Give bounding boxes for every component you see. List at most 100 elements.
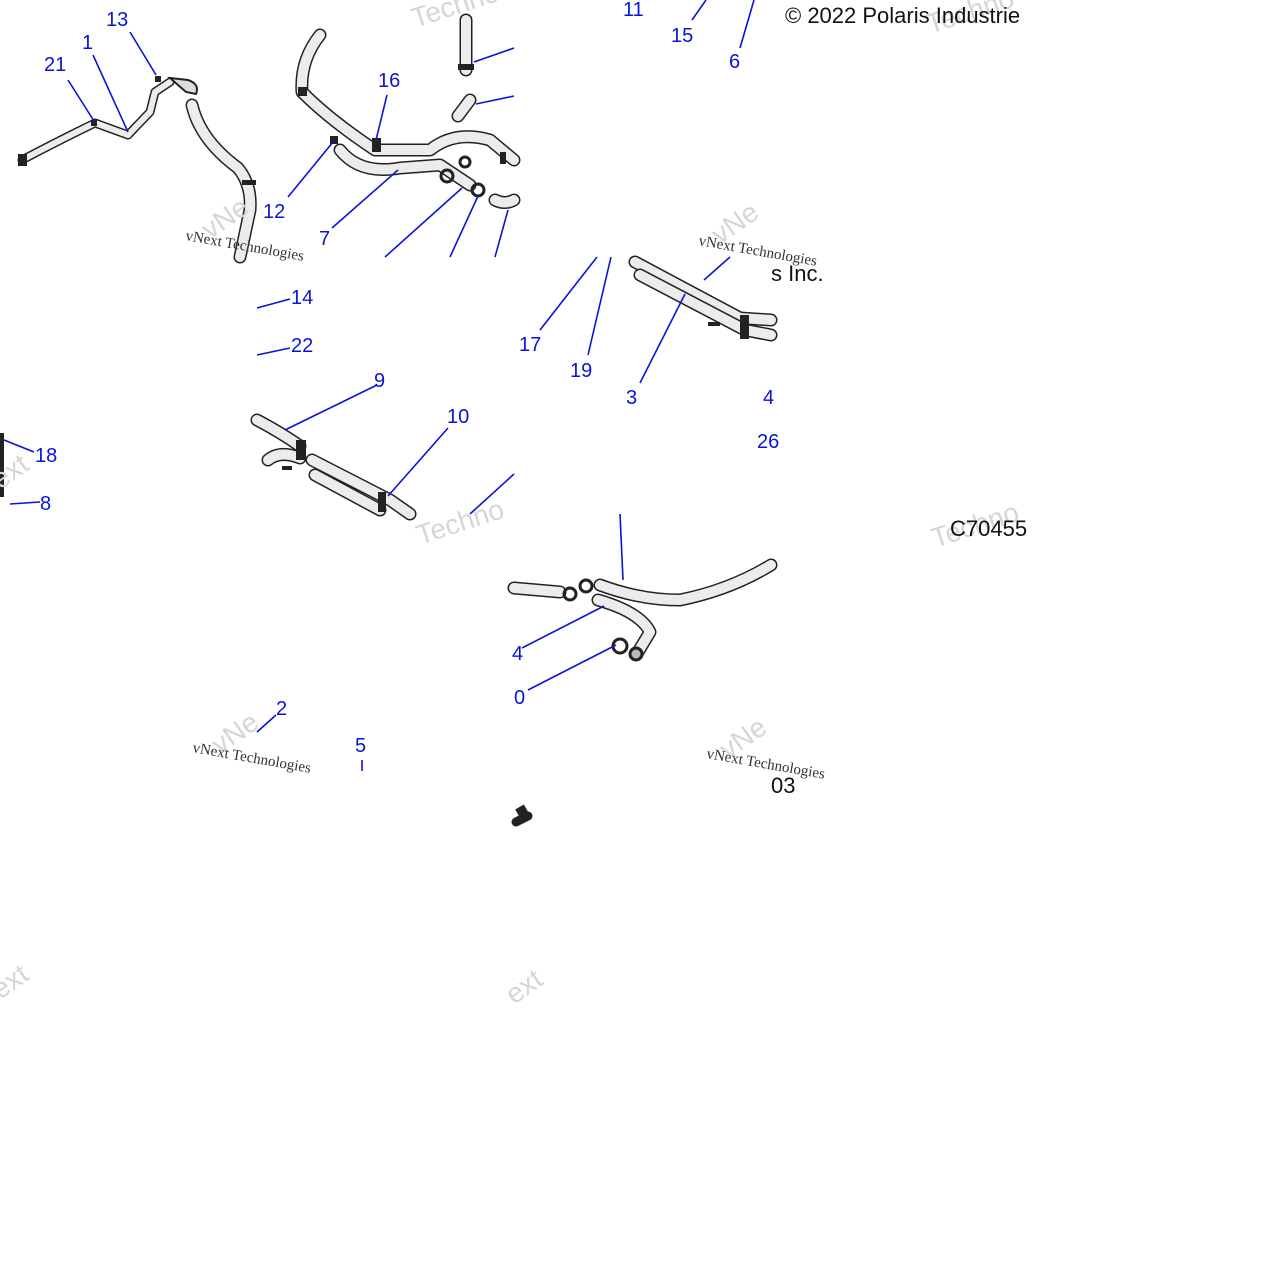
bolt-center (282, 466, 292, 470)
tile-lower-right (507, 558, 778, 662)
hose-pair-b-fill (263, 449, 305, 465)
clamp-tee-21 (91, 120, 97, 126)
callout-22: 22 (291, 335, 313, 357)
leader-7c (449, 195, 479, 258)
callout-13: 13 (106, 9, 128, 31)
leader-22 (256, 347, 291, 356)
clamp-ring-b (458, 155, 472, 169)
callout-10: 10 (447, 406, 469, 428)
elbow-fitting (166, 76, 198, 96)
callout-0-lower: 0 (514, 687, 525, 709)
callout-18: 18 (35, 445, 57, 467)
clamp-upper-bend (298, 87, 307, 96)
leader-19 (587, 256, 612, 356)
clamp-long-hose (740, 315, 749, 339)
leader-10 (387, 427, 449, 497)
callout-3: 3 (626, 387, 637, 409)
tile-left-middle (0, 433, 4, 497)
leader-3 (639, 293, 686, 384)
callout-26: 26 (757, 431, 779, 453)
leader-2 (256, 714, 277, 733)
copyright-text: © 2022 Polaris Industrie (785, 3, 1020, 28)
tile-center (250, 413, 417, 521)
callout-4-lower: 4 (512, 643, 523, 665)
callout-19: 19 (570, 360, 592, 382)
callout-17: 17 (519, 334, 541, 356)
tile-top-middle (295, 13, 521, 209)
leader-lower-4 (521, 605, 605, 649)
clamp-center (378, 492, 386, 512)
leader-14 (256, 298, 291, 309)
hose-pair-d-fill (310, 470, 385, 515)
hose-thin-left-fill (19, 79, 173, 163)
leader-13 (129, 31, 157, 76)
clamp-ring-a (439, 168, 455, 184)
callout-1: 1 (82, 32, 93, 54)
tile-middle-right (628, 255, 778, 342)
callout-12: 12 (263, 201, 285, 223)
leader-15 (691, 0, 707, 21)
hose-large-left-fill (187, 100, 256, 262)
leader-16 (375, 94, 388, 141)
watermark-top: Techno (407, 0, 502, 34)
clamp-right-edge (500, 152, 506, 164)
leader-7d (494, 209, 509, 258)
callout-21: 21 (44, 54, 66, 76)
clamp-ring-lower-c (562, 586, 578, 602)
callout-7: 7 (319, 228, 330, 250)
hose-left-edge (0, 433, 4, 497)
leader-9 (284, 384, 378, 431)
drawing-code: C70455 (950, 516, 1027, 541)
bolt-long-hose (708, 322, 720, 326)
watermark-bottom-mid: ext (500, 963, 549, 1010)
hose-upper-loop-fill (296, 30, 519, 165)
clamp-16 (372, 138, 381, 152)
leader-3b (703, 256, 731, 281)
leader-lower-a (619, 513, 624, 581)
callout-5: 5 (355, 735, 366, 757)
callout-14: 14 (291, 287, 313, 309)
leader-lower-0 (527, 644, 617, 691)
clamp-13 (155, 76, 161, 82)
watermark-center: Techno (412, 493, 507, 550)
leader-18 (3, 439, 35, 453)
clamp-bottom (515, 804, 531, 822)
watermark-bottom-left: ext (0, 958, 34, 1005)
callout-2: 2 (276, 698, 287, 720)
clamp-large-left (242, 180, 256, 185)
callout-15: 15 (671, 25, 693, 47)
clamp-ring-lower-d (578, 578, 594, 594)
watermark-caption-3: vNext Technologies (191, 740, 312, 777)
callout-6: 6 (729, 51, 740, 73)
leader-elbow (475, 95, 515, 105)
leader-8 (9, 501, 41, 505)
hose-pair-a-fill (252, 415, 305, 451)
leader-7b (384, 187, 463, 258)
clamp-pair (296, 440, 306, 460)
drawing-code-tail: 03 (771, 773, 795, 798)
clamp-12 (330, 136, 338, 144)
clamp-ring-lower-b (628, 646, 644, 662)
leader-17 (539, 256, 598, 331)
leader-6 (739, 0, 755, 49)
callout-11: 11 (623, 0, 644, 21)
leader-12 (287, 141, 334, 198)
hose-end-fitting (18, 154, 27, 166)
callout-16: 16 (378, 70, 400, 92)
watermark-caption-4: vNext Technologies (705, 746, 826, 783)
watermark-left: ext (0, 448, 34, 495)
copyright-tail: s Inc. (771, 261, 824, 286)
hose-lower-long-fill (595, 560, 776, 605)
tile-bottom (511, 804, 533, 827)
hose-lower-run-fill (335, 145, 475, 190)
tile-top-left (17, 76, 257, 264)
hose-lower-u-fill (593, 595, 655, 657)
leader-lines (3, 0, 755, 771)
callout-8: 8 (40, 493, 51, 515)
leader-1 (92, 54, 129, 133)
leader-10b (469, 473, 515, 515)
callouts: 13 1 21 16 12 7 11 15 6 14 22 9 10 17 19… (35, 0, 779, 757)
clamp-top-stub (458, 64, 474, 70)
callout-4: 4 (763, 387, 774, 409)
